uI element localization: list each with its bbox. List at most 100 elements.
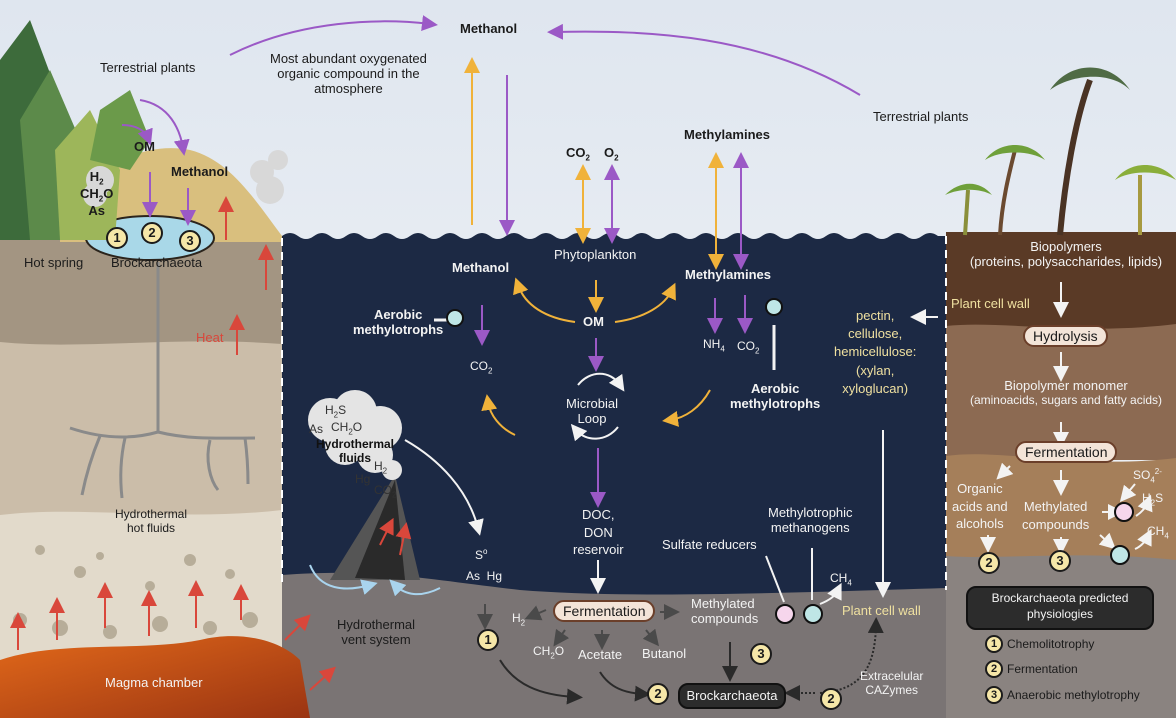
vent-h2s-label: H2S bbox=[325, 403, 347, 420]
vent-system-line: vent system bbox=[341, 631, 411, 647]
hot-spring-number-3: 3 bbox=[179, 230, 201, 252]
organic-line: acids and bbox=[952, 498, 1008, 514]
description-line: organic compound in the bbox=[277, 65, 420, 81]
co2-atmosphere-label: CO2 bbox=[566, 145, 590, 163]
h2s-end: S bbox=[1155, 491, 1164, 505]
methylated-line: compounds bbox=[1022, 516, 1090, 532]
biopolymers-title: Biopolymers bbox=[1030, 239, 1102, 254]
hydrothermal-fluids-label: Hydrothermal fluids bbox=[316, 437, 394, 466]
ocean-ch4-label: CH4 bbox=[830, 571, 852, 588]
co2-subscript: 2 bbox=[488, 366, 493, 376]
vent-ch2o-label: CH2O bbox=[331, 420, 362, 437]
h2s-end: S bbox=[338, 403, 347, 417]
hot-spring-methanol-label: Methanol bbox=[171, 164, 229, 179]
co2-text: CO bbox=[374, 483, 392, 497]
sulfate-reducer-cell bbox=[775, 604, 795, 624]
h2-subscript: 2 bbox=[520, 618, 526, 628]
methylated-line: Methylated bbox=[691, 596, 755, 611]
aerobic-methylotrophs-left-label: Aerobic methylotrophs bbox=[353, 307, 444, 338]
magma-chamber bbox=[0, 636, 310, 718]
methylamines-atmosphere-label: Methylamines bbox=[684, 127, 770, 142]
ch2o-label: CH2O bbox=[80, 186, 113, 204]
heat-arrows bbox=[10, 196, 412, 691]
h2s-text: H bbox=[1142, 491, 1151, 505]
legend-item-anaerobic-methylotrophy: 3 Anaerobic methylotrophy bbox=[985, 686, 1140, 704]
organic-acids-alcohols-label: Organic acids and alcohols bbox=[952, 480, 1008, 533]
vent-fluid-cloud bbox=[308, 390, 402, 480]
vent-as-label: As bbox=[309, 422, 324, 436]
ocean-methylamines-label: Methylamines bbox=[685, 267, 771, 282]
legend-title-line: Brockarchaeota predicted bbox=[991, 591, 1129, 605]
microbial-loop-line: Microbial bbox=[566, 396, 619, 411]
legend-item-chemolitotrophy: 1 Chemolitotrophy bbox=[985, 635, 1094, 653]
biopolymers-label: Biopolymers (proteins, polysaccharides, … bbox=[956, 239, 1176, 270]
legend-label: Anaerobic methylotrophy bbox=[1007, 688, 1140, 702]
soil-methylated-compounds-label: Methylated compounds bbox=[1022, 498, 1089, 533]
sediment-methylated-compounds-label: Methylated compounds bbox=[691, 596, 758, 627]
vent-system-line: Hydrothermal bbox=[337, 617, 416, 632]
soil-methanogen-cell bbox=[1110, 545, 1130, 565]
polymer-line: pectin, bbox=[856, 308, 895, 323]
soil-arrows bbox=[980, 282, 1153, 555]
ch2o-text: CH bbox=[331, 420, 349, 434]
aerobic-line: methylotrophs bbox=[353, 321, 444, 337]
cazymes-line: Extracelular bbox=[860, 669, 924, 683]
ocean-co2-left-label: CO2 bbox=[470, 359, 493, 376]
hot-spring-organism-label: Brockarchaeota bbox=[111, 255, 203, 270]
polymer-line: hemicellulose: bbox=[834, 344, 917, 360]
o2-atmosphere-label: O2 bbox=[604, 145, 619, 163]
nh4-text: NH bbox=[703, 337, 721, 351]
soil-h2s-label: H2S bbox=[1142, 491, 1164, 508]
heat-label: Heat bbox=[196, 330, 224, 345]
ch4-text: CH bbox=[830, 571, 848, 585]
aerobic-line: Aerobic bbox=[750, 381, 800, 396]
sediment-number-2b: 2 bbox=[820, 688, 842, 710]
phytoplankton-label: Phytoplankton bbox=[554, 247, 637, 262]
nh4-subscript: 4 bbox=[720, 344, 725, 354]
as-hg-label: As Hg bbox=[466, 569, 503, 583]
co2-subscript: 2 bbox=[392, 490, 397, 500]
sediment-arrows bbox=[477, 604, 884, 705]
elemental-sulfur-label: So bbox=[475, 547, 487, 563]
aerobic-methylotroph-cell-right bbox=[765, 298, 783, 316]
o2-text: O bbox=[604, 145, 615, 160]
soil-plant-cell-wall-label: Plant cell wall bbox=[951, 296, 1030, 311]
aerobic-line: Aerobic bbox=[373, 307, 423, 322]
microbial-loop-line: Loop bbox=[577, 410, 607, 426]
ch4-subscript: 4 bbox=[1164, 531, 1169, 541]
polymer-line: cellulose, bbox=[848, 326, 903, 342]
soil-number-3: 3 bbox=[1049, 550, 1071, 572]
ch4-text: CH bbox=[1147, 524, 1165, 538]
s-text: S bbox=[475, 548, 484, 562]
sediment-number-1: 1 bbox=[477, 629, 499, 651]
polymer-line: (xylan, bbox=[856, 362, 895, 378]
soil-number-2: 2 bbox=[978, 552, 1000, 574]
soil-fermentation-process-box: Fermentation bbox=[1015, 441, 1118, 463]
magma-chamber-label: Magma chamber bbox=[105, 675, 203, 690]
h2-subscript: 2 bbox=[99, 177, 104, 187]
vent-co2-label: CO2 bbox=[374, 483, 397, 500]
soil-sulfate-reducer-cell bbox=[1114, 502, 1134, 522]
sediment-ch2o-label: CH2O bbox=[533, 644, 565, 661]
ocean-co2-right-label: CO2 bbox=[737, 339, 759, 356]
nh4-label: NH4 bbox=[703, 337, 725, 354]
co2-text: CO bbox=[737, 339, 755, 353]
ch4-subscript: 4 bbox=[847, 578, 852, 588]
sediment-number-3: 3 bbox=[750, 643, 772, 665]
hot-fluids-line: hot fluids bbox=[127, 520, 176, 535]
ocean-arrows bbox=[404, 277, 938, 605]
acetate-label: Acetate bbox=[578, 647, 623, 662]
polymer-line: xyloglucan) bbox=[842, 380, 909, 396]
hot-spring-number-1: 1 bbox=[106, 227, 128, 249]
ch2o-end: O bbox=[554, 644, 565, 658]
steam-clouds bbox=[83, 150, 288, 207]
legend-number-1: 1 bbox=[985, 635, 1003, 653]
organic-line: alcohols bbox=[955, 516, 1004, 532]
vent-circulation-arrows bbox=[309, 564, 441, 597]
methanogens-line: methanogens bbox=[770, 519, 850, 535]
hot-fluids-line: Hydrothermal bbox=[115, 507, 188, 521]
ch2o-subscript: 2 bbox=[550, 651, 555, 661]
hydrothermal-vent-system-label: Hydrothermal vent system bbox=[337, 617, 416, 648]
